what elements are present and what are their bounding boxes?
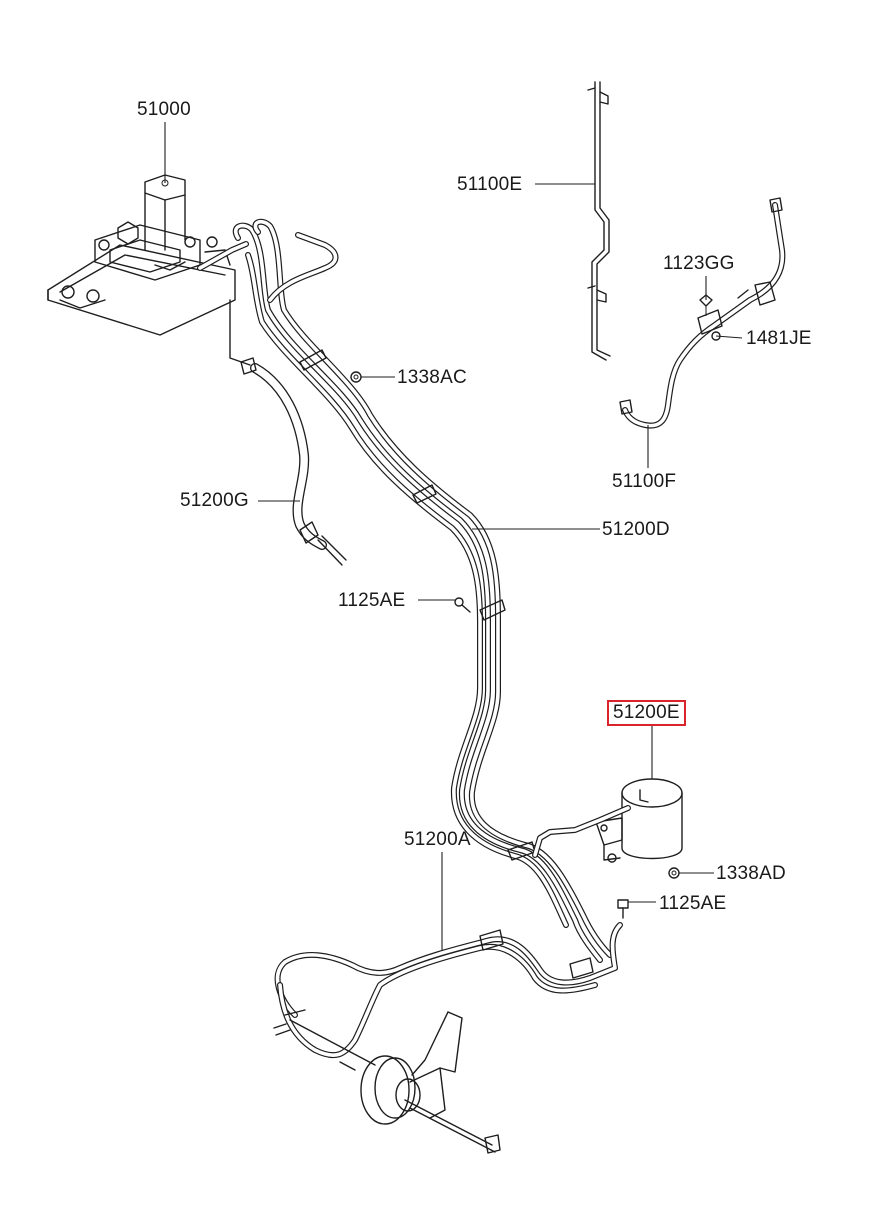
label-1125AE-top: 1125AE xyxy=(338,590,406,611)
bolt-1125AE-top[interactable] xyxy=(454,597,471,613)
label-51200D: 51200D xyxy=(602,519,670,540)
label-51200G: 51200G xyxy=(180,490,249,511)
canister-51200E[interactable] xyxy=(532,778,683,863)
pipe-51100F[interactable] xyxy=(619,197,786,429)
hose-51200G[interactable] xyxy=(229,299,347,566)
bracket-strip-51100E[interactable] xyxy=(587,81,611,361)
tube-bundle-51200D[interactable] xyxy=(197,218,613,963)
label-51100E: 51100E xyxy=(457,174,523,195)
label-51000: 51000 xyxy=(137,99,191,120)
label-51200E-highlighted[interactable]: 51200E xyxy=(607,700,686,726)
label-1338AC: 1338AC xyxy=(397,367,467,388)
label-1123GG: 1123GG xyxy=(663,253,735,274)
clip-1123GG[interactable] xyxy=(699,294,713,316)
nut-1338AD[interactable] xyxy=(668,867,680,879)
leader-lines xyxy=(164,122,743,950)
label-51200A: 51200A xyxy=(404,829,471,850)
label-51100F: 51100F xyxy=(612,471,677,492)
label-1125AE-bottom: 1125AE xyxy=(659,893,727,914)
label-1481JE: 1481JE xyxy=(746,328,812,349)
purge-valve[interactable] xyxy=(289,1011,501,1154)
hose-assembly-51200A[interactable] xyxy=(273,922,623,1059)
label-1338AD: 1338AD xyxy=(716,863,786,884)
bracket-assembly-51000[interactable] xyxy=(47,174,236,336)
nut-1338AC[interactable] xyxy=(350,371,362,383)
bolt-1125AE-bottom[interactable] xyxy=(617,899,629,919)
